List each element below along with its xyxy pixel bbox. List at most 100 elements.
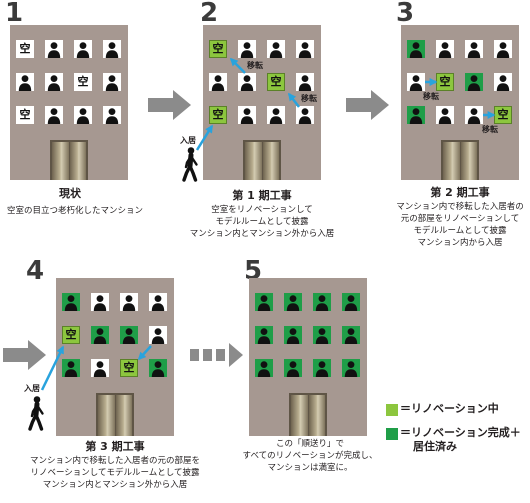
occupied-window-icon: [74, 106, 92, 124]
stage-5-description: この「順送り」で すべてのリノベーションが完成し、 マンションは満室に。: [240, 438, 380, 474]
occupied-window-icon: [238, 106, 256, 124]
stage-2-description: 空室をリノベーションして モデルルームとして披露 マンション内とマンション外から…: [182, 204, 342, 240]
person-icon: [496, 42, 510, 58]
completed-window-icon: [149, 359, 167, 377]
occupied-window-icon: [149, 293, 167, 311]
move-in-label: 入居: [179, 136, 196, 145]
legend-completed-swatch: [386, 428, 398, 440]
occupied-window-icon: [267, 106, 285, 124]
description-line: リノベーションしてモデルルームとして披露: [30, 468, 200, 478]
description-line: マンション内とマンション外から入居: [189, 229, 335, 239]
completed-window-icon: [407, 106, 425, 124]
person-icon: [122, 295, 136, 311]
stage-4-title: 第 3 期工事: [85, 440, 145, 453]
person-icon: [64, 295, 78, 311]
entrance-door: [289, 393, 327, 436]
person-icon: [438, 108, 452, 124]
vacant-mark: 空: [497, 108, 509, 121]
completed-window-icon: [342, 293, 360, 311]
person-icon: [240, 42, 254, 58]
description-line: マンション内で移転した入居者の元の部屋を: [29, 456, 200, 466]
vacant-mark: 空: [212, 108, 224, 121]
occupied-window-icon: [45, 73, 63, 91]
completed-window-icon: [342, 326, 360, 344]
person-icon: [298, 42, 312, 58]
person-icon: [47, 42, 61, 58]
occupied-window-icon: [91, 293, 109, 311]
occupied-window-icon: [238, 40, 256, 58]
occupied-window-icon: [436, 106, 454, 124]
occupied-window-icon: [74, 40, 92, 58]
person-icon: [344, 295, 358, 311]
completed-window-icon: [313, 326, 331, 344]
building-stage-3: 空空: [401, 25, 519, 180]
stage-1-description: 空室の目立つ老朽化したマンション: [0, 205, 150, 217]
window-grid: [255, 293, 360, 377]
occupied-window-icon: [296, 73, 314, 91]
description-line: マンション内から入居: [417, 238, 503, 248]
stage-3-title: 第 2 期工事: [430, 186, 490, 199]
legend-renovating-swatch: [386, 404, 398, 416]
building-stage-4: 空空: [56, 278, 174, 436]
person-icon: [315, 328, 329, 344]
person-icon: [47, 75, 61, 91]
completed-window-icon: [255, 326, 273, 344]
occupied-window-icon: [120, 293, 138, 311]
person-icon: [76, 42, 90, 58]
occupied-window-icon: [436, 40, 454, 58]
person-icon: [298, 108, 312, 124]
person-icon: [105, 42, 119, 58]
person-icon: [467, 75, 481, 91]
person-icon: [151, 328, 165, 344]
stage-2-title: 第 1 期工事: [232, 189, 292, 202]
person-icon: [409, 108, 423, 124]
incoming-resident-icon: [28, 396, 44, 431]
description-line: モデルルームとして披露: [413, 226, 507, 236]
vacant-mark: 空: [123, 361, 135, 374]
completed-window-icon: [284, 293, 302, 311]
incoming-resident-icon: [182, 147, 198, 182]
description-line: マンションは満室に。: [267, 463, 353, 473]
person-icon: [211, 75, 225, 91]
completed-window-icon: [313, 359, 331, 377]
occupied-window-icon: [103, 106, 121, 124]
person-icon: [467, 42, 481, 58]
flow-arrow-1-to-2: [148, 90, 191, 120]
occupied-window-icon: [209, 73, 227, 91]
completed-window-icon: [120, 326, 138, 344]
person-icon: [151, 361, 165, 377]
occupied-window-icon: [103, 73, 121, 91]
window-grid: 空空空: [209, 40, 314, 124]
occupied-window-icon: [149, 326, 167, 344]
person-icon: [93, 361, 107, 377]
entrance-door: [243, 140, 281, 180]
completed-window-icon: [407, 40, 425, 58]
vacant-mark: 空: [19, 42, 31, 55]
completed-window-icon: [62, 359, 80, 377]
occupied-window-icon: [91, 359, 109, 377]
description-line: この「順送り」で: [275, 439, 344, 449]
occupied-window-icon: [16, 73, 34, 91]
description-line: マンション内とマンション外から入居: [42, 480, 188, 490]
renovating-window-icon: 空: [62, 326, 80, 344]
vacant-mark: 空: [65, 328, 77, 341]
person-icon: [105, 75, 119, 91]
renovating-window-icon: 空: [436, 73, 454, 91]
vacant-mark: 空: [212, 42, 224, 55]
occupied-window-icon: [267, 40, 285, 58]
window-grid: 空空: [407, 40, 512, 124]
person-icon: [315, 295, 329, 311]
completed-window-icon: [91, 326, 109, 344]
person-icon: [438, 42, 452, 58]
person-icon: [240, 75, 254, 91]
legend-completed-label-line2: 居住済み: [413, 440, 457, 453]
vacant-window-icon: 空: [16, 40, 34, 58]
flow-arrow-2-to-3: [346, 90, 389, 120]
completed-window-icon: [62, 293, 80, 311]
person-icon: [64, 361, 78, 377]
person-icon: [467, 108, 481, 124]
completed-window-icon: [465, 73, 483, 91]
vacant-mark: 空: [19, 108, 31, 121]
description-line: モデルルームとして披露: [215, 217, 309, 227]
renovating-window-icon: 空: [209, 40, 227, 58]
